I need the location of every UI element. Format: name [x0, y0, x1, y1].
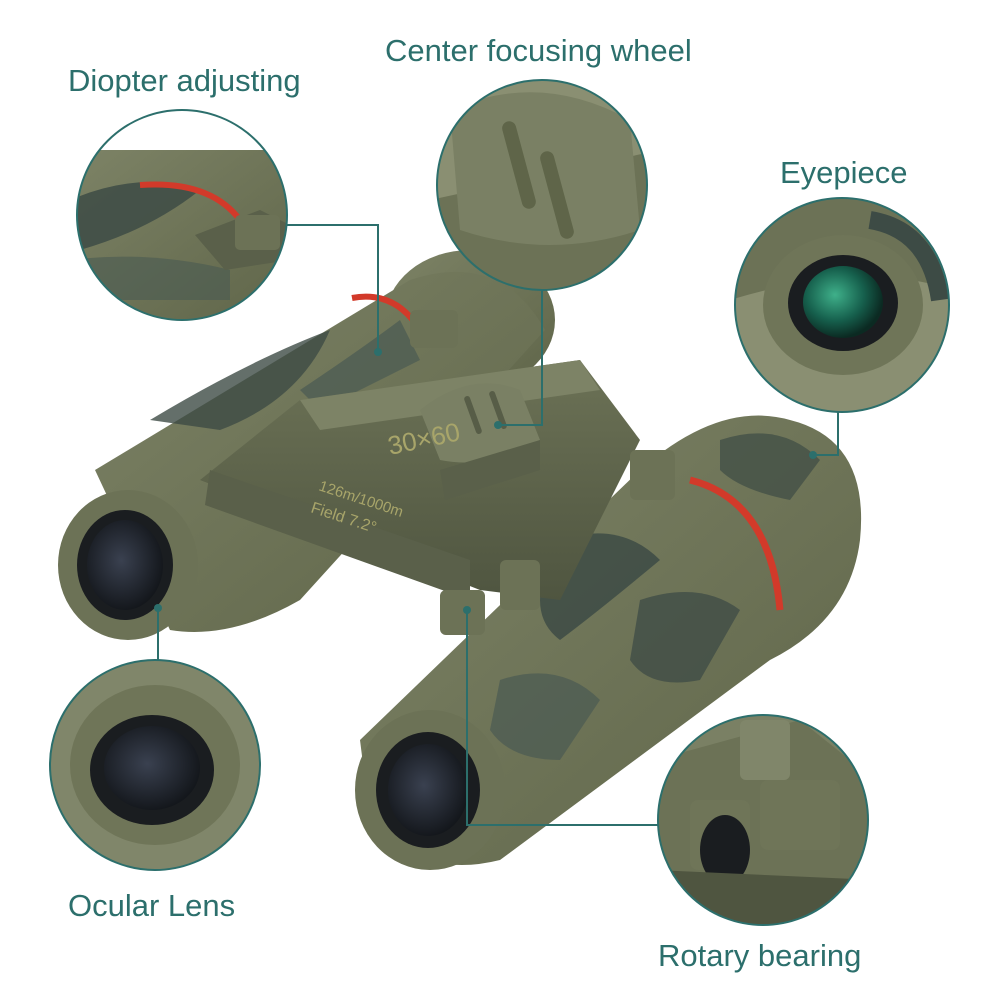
leader-center: [500, 290, 543, 426]
label-center-focusing-wheel: Center focusing wheel: [385, 33, 692, 68]
zoom-circle-rotary-bearing: [657, 714, 869, 926]
zoom-circle-diopter: [76, 109, 288, 321]
label-eyepiece: Eyepiece: [780, 155, 908, 190]
leader-lines: [154, 224, 839, 826]
binoculars-body: [58, 250, 862, 870]
leader-rotary: [466, 612, 660, 826]
leader-diopter: [287, 224, 379, 350]
zoom-circle-ocular-lens: [49, 659, 261, 871]
leader-eyepiece: [815, 412, 839, 456]
label-ocular-lens: Ocular Lens: [68, 888, 236, 923]
label-diopter-adjusting: Diopter adjusting: [68, 63, 301, 98]
zoom-circle-center-wheel: [436, 79, 648, 291]
label-rotary-bearing: Rotary bearing: [658, 938, 862, 973]
zoom-circle-eyepiece: [734, 197, 950, 413]
